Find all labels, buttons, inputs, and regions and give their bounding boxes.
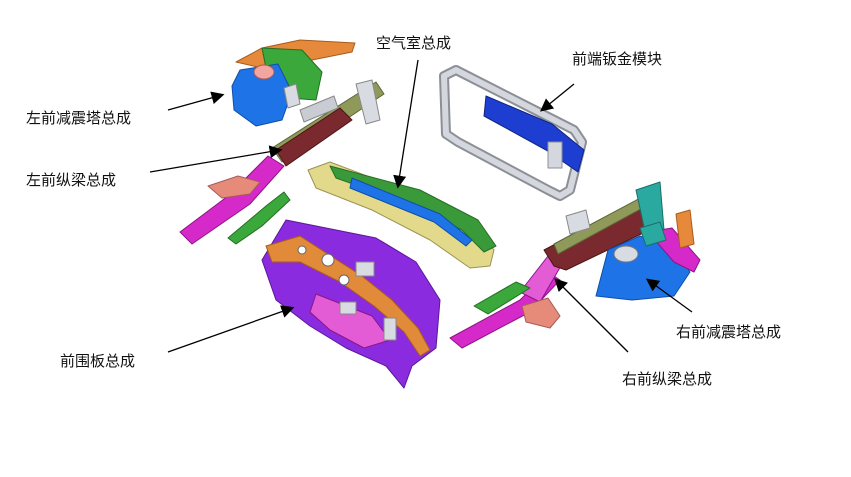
label-left-rail: 左前纵梁总成 bbox=[26, 171, 117, 189]
label-plenum: 空气室总成 bbox=[376, 34, 452, 52]
label-front-module: 前端钣金模块 bbox=[572, 50, 663, 68]
left-strut-tower-part bbox=[231, 39, 356, 127]
right-front-rail-part bbox=[449, 181, 665, 349]
label-dash-panel: 前围板总成 bbox=[60, 352, 136, 370]
label-right-strut-tower: 右前减震塔总成 bbox=[676, 323, 782, 341]
arrow-left-rail bbox=[149, 145, 283, 173]
arrow-front-module bbox=[539, 83, 575, 112]
front-module-part bbox=[439, 65, 587, 201]
plenum-part bbox=[307, 161, 497, 269]
arrow-left-strut-tower bbox=[167, 91, 225, 111]
dash-panel-part bbox=[261, 219, 441, 389]
label-left-strut-tower: 左前减震塔总成 bbox=[26, 109, 132, 127]
arrow-right-strut-tower bbox=[645, 278, 693, 313]
label-right-rail: 右前纵梁总成 bbox=[622, 370, 713, 388]
left-front-rail-part bbox=[179, 79, 385, 245]
arrow-right-rail bbox=[554, 278, 629, 353]
right-strut-tower-part bbox=[595, 209, 701, 301]
arrow-dash-panel bbox=[167, 305, 295, 353]
arrow-plenum bbox=[393, 59, 419, 189]
